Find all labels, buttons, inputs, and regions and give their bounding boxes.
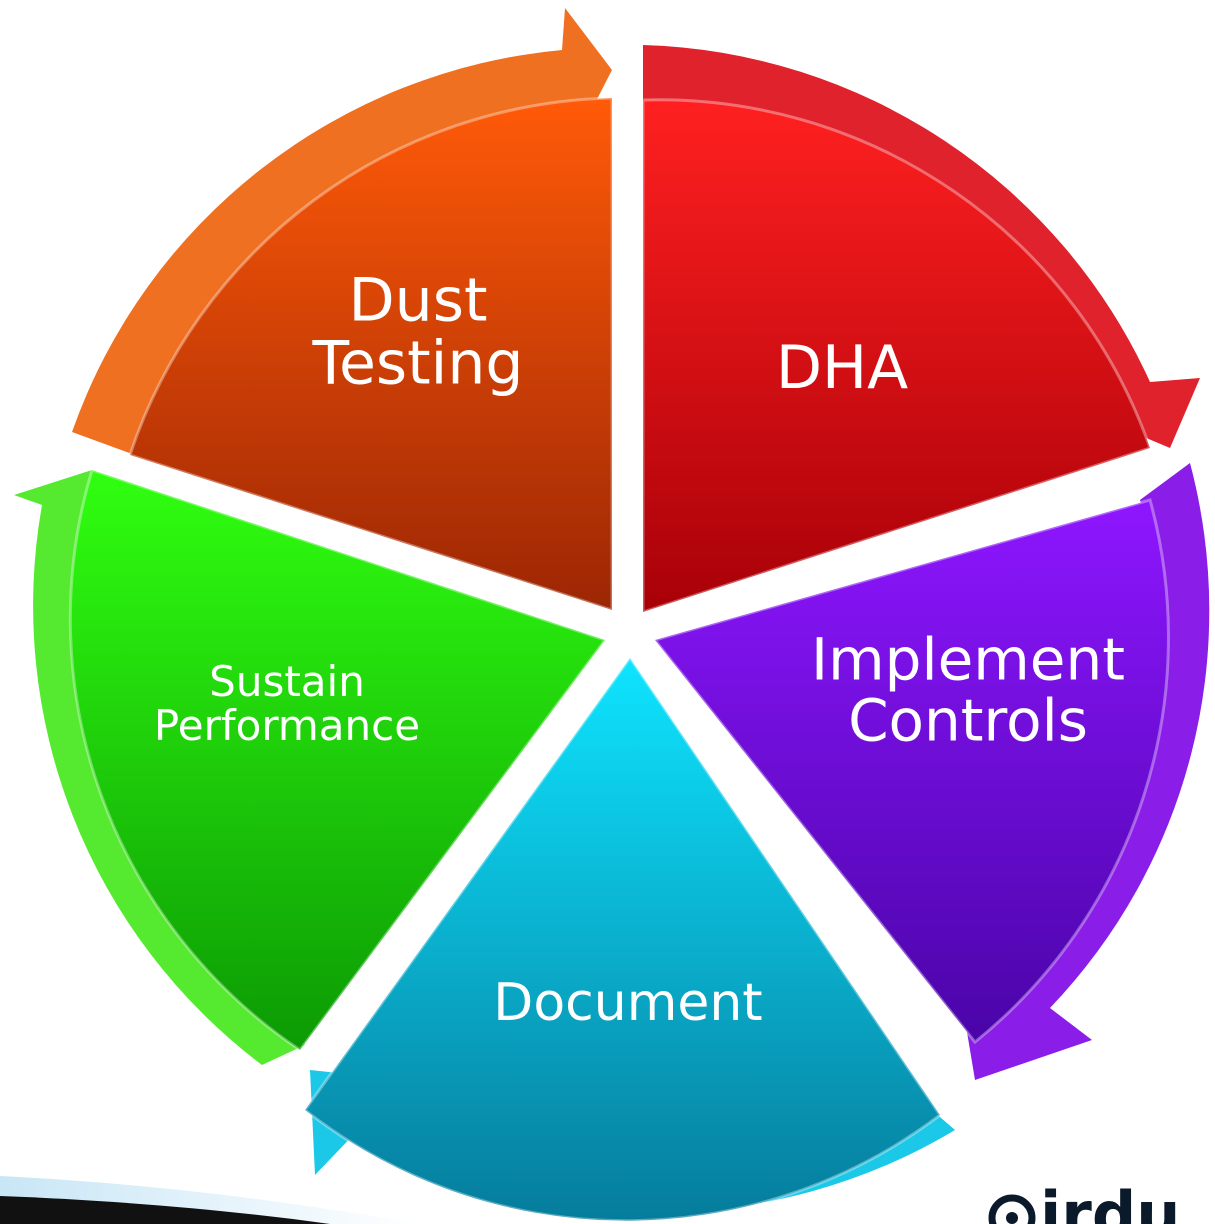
logo-text: irdu	[1040, 1178, 1180, 1224]
wedge-dust-testing	[128, 96, 614, 613]
label-line: Testing	[312, 329, 524, 399]
wedge-sustain-performance	[68, 468, 608, 1053]
corner-banner	[0, 1176, 420, 1224]
segment-document	[302, 655, 955, 1223]
logo: irdu	[988, 1178, 1180, 1224]
label-line: Performance	[154, 701, 420, 750]
wedge-dha	[641, 98, 1152, 615]
segment-dust-testing	[72, 8, 614, 613]
label-line: Implement	[811, 626, 1125, 694]
segment-sustain-performance	[14, 468, 608, 1065]
segment-dha	[641, 45, 1200, 615]
label-line: Controls	[848, 686, 1088, 754]
label-line: Dust	[348, 266, 487, 336]
label-line: DHA	[776, 333, 908, 403]
segment-implement-controls	[652, 463, 1210, 1080]
wedge-document	[302, 655, 943, 1223]
label-dha: DHA	[776, 333, 908, 403]
segments-layer	[14, 8, 1210, 1223]
label-line: Sustain	[209, 657, 365, 706]
label-line: Document	[493, 973, 762, 1033]
label-document: Document	[493, 973, 762, 1033]
arrow-dha	[643, 45, 1200, 448]
wedge-implement-controls	[652, 498, 1170, 1045]
